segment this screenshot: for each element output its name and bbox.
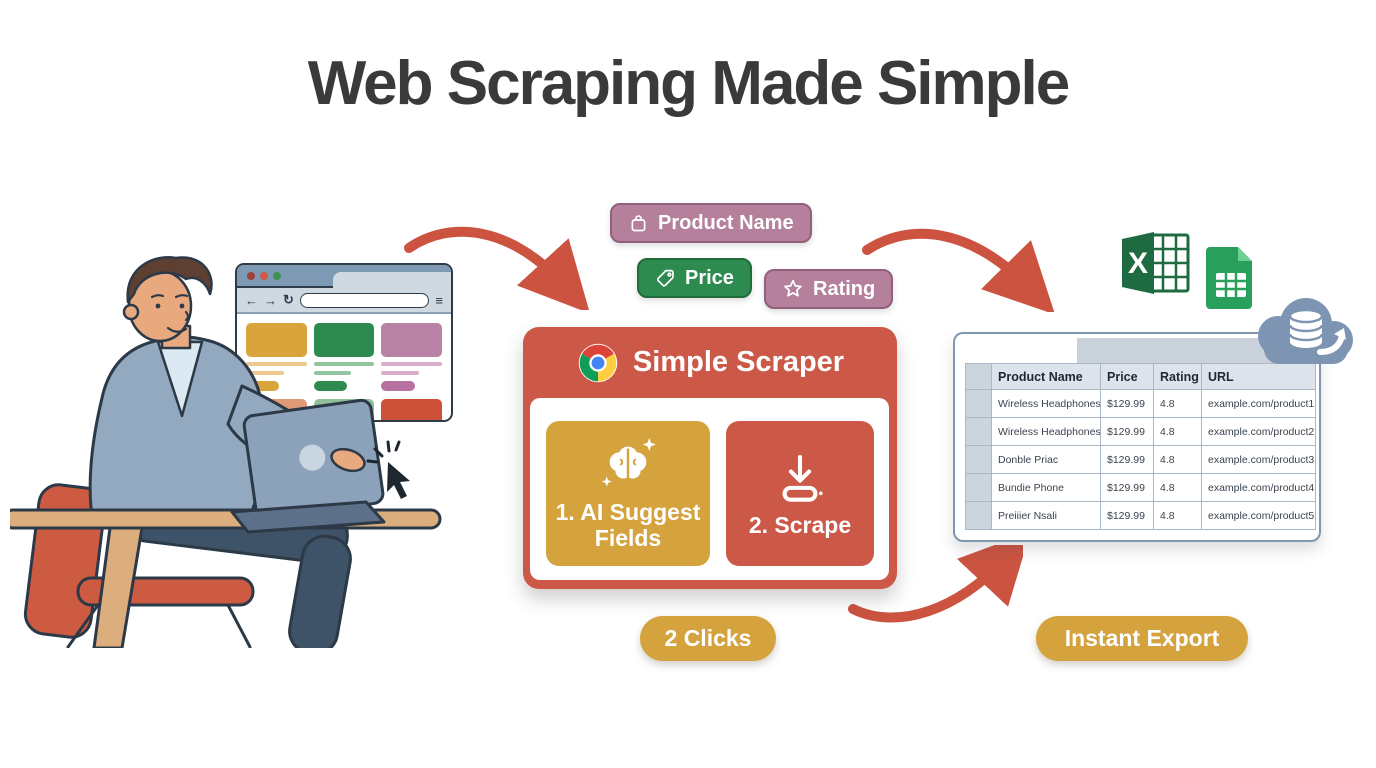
table-cell: Preiiier Nsali [991, 501, 1101, 530]
column-header: Rating [1153, 363, 1202, 390]
table-cell: 4.8 [1153, 417, 1202, 446]
flow-arrow-2 [862, 228, 1055, 312]
two-clicks-badge: 2 Clicks [640, 616, 776, 661]
row-gutter [965, 501, 992, 530]
row-gutter [965, 473, 992, 502]
scraper-title: Simple Scraper [632, 346, 845, 378]
table-cell: Bundie Phone [991, 473, 1101, 502]
person-at-laptop-illustration [10, 256, 442, 648]
browser-tab [333, 272, 451, 288]
results-table-container: Product Name Price Rating URL Wireless H… [953, 332, 1321, 542]
laptop-logo [299, 444, 326, 471]
product-card [381, 323, 442, 420]
table-cell: $129.99 [1100, 389, 1154, 418]
table-cell: $129.99 [1100, 501, 1154, 530]
browser-toolbar: ← → ↻ ≡ [237, 288, 451, 314]
tag-rating: Rating [764, 269, 894, 309]
laptop-base [230, 500, 386, 534]
ai-suggest-fields-button: 1. AI Suggest Fields [546, 421, 710, 566]
forward-icon: → [264, 292, 277, 308]
cursor-icon [366, 440, 410, 499]
row-gutter [965, 445, 992, 474]
traffic-dot-red [247, 272, 255, 280]
flow-arrow-3 [848, 545, 1023, 623]
traffic-dot-green [273, 272, 281, 280]
traffic-dot-orange [260, 272, 268, 280]
table-cell: Donble Priac [991, 445, 1101, 474]
desk-leg [92, 526, 144, 648]
database-icon [1288, 308, 1324, 348]
table-cell: example.com/product2 [1201, 417, 1316, 446]
scraper-header: Simple Scraper [523, 327, 897, 398]
chrome-icon [578, 343, 618, 382]
brain-sparkles-icon [601, 437, 656, 487]
person-hand [330, 447, 366, 473]
table-cell: $129.99 [1100, 417, 1154, 446]
row-gutter [965, 389, 992, 418]
table-cell: $129.99 [1100, 473, 1154, 502]
table-cell: Wireless Headphones [991, 417, 1101, 446]
price-tag-icon [657, 269, 674, 287]
table-cell: 4.8 [1153, 389, 1202, 418]
row-gutter [965, 417, 992, 446]
reload-icon: ↻ [283, 292, 294, 307]
instant-export-badge: Instant Export [1036, 616, 1248, 661]
person-hair [126, 256, 213, 304]
tag-product-name: Product Name [610, 203, 812, 243]
column-header: Price [1100, 363, 1154, 390]
table-cell: example.com/product3 [1201, 445, 1316, 474]
cloud-database-icon [1258, 298, 1353, 364]
table-cell: 4.8 [1153, 501, 1202, 530]
header-gutter [965, 363, 992, 390]
table-cell: 4.8 [1153, 445, 1202, 474]
url-bar [299, 292, 430, 308]
download-icon [782, 454, 823, 502]
back-icon: ← [245, 292, 258, 308]
google-sheets-icon [1206, 247, 1252, 309]
table-cell: example.com/product1 [1201, 389, 1316, 418]
table-cell: example.com/product4 [1201, 473, 1316, 502]
scrape-button: 2. Scrape [726, 421, 874, 566]
table-cell: example.com/product5 [1201, 501, 1316, 530]
scraper-card: Simple Scraper 1. AI Suggest Fields [523, 327, 897, 589]
flow-arrow-1 [404, 226, 590, 310]
scraper-body: 1. AI Suggest Fields 2. Scrape [530, 398, 889, 580]
svg-text:X: X [1128, 247, 1148, 280]
tag-price: Price [637, 258, 752, 298]
browser-titlebar [237, 265, 451, 288]
results-table: Product Name Price Rating URL Wireless H… [965, 363, 1316, 530]
table-cell: Wireless Headphones [991, 389, 1101, 418]
page-title: Web Scraping Made Simple [307, 49, 1070, 118]
table-cell: $129.99 [1100, 445, 1154, 474]
menu-icon: ≡ [435, 292, 443, 308]
table-cell: 4.8 [1153, 473, 1202, 502]
excel-icon: X [1122, 232, 1190, 294]
column-header: Product Name [991, 363, 1101, 390]
shopping-bag-icon [631, 214, 646, 231]
star-icon [784, 279, 802, 297]
